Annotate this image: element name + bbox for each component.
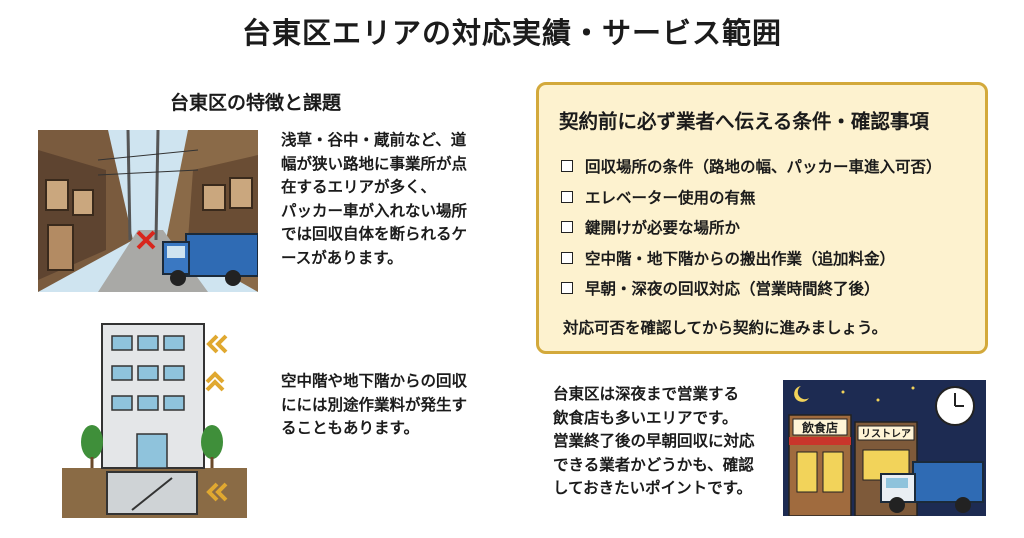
checkbox-icon xyxy=(561,251,573,264)
checklist-item-label: 空中階・地下階からの搬出作業（追加料金） xyxy=(585,249,896,268)
checklist-title: 契約前に必ず業者へ伝える条件・確認事項 xyxy=(559,110,929,133)
checklist-item: 早朝・深夜の回収対応（営業時間終了後） xyxy=(561,273,942,304)
checkbox-icon xyxy=(561,160,573,173)
checklist-item: エレベーター使用の有無 xyxy=(561,182,942,213)
section-heading-features: 台東区の特徴と課題 xyxy=(170,92,342,114)
clock-icon xyxy=(935,386,975,426)
checkbox-icon xyxy=(561,221,573,234)
checklist-item: 空中階・地下階からの搬出作業（追加料金） xyxy=(561,243,942,274)
checklist-item: 回収場所の条件（路地の幅、パッカー車進入可否） xyxy=(561,151,942,182)
checklist-item-label: 早朝・深夜の回収対応（営業時間終了後） xyxy=(585,280,880,299)
alley-description: 浅草・谷中・蔵前など、道 幅が狭い路地に事業所が点 在するエリアが多く、 パッカ… xyxy=(281,131,468,267)
night-description: 台東区は深夜まで営業する 飲食店も多いエリアです。 営業終了後の早朝回収に対応 … xyxy=(553,385,755,497)
checklist-item-label: 鍵開けが必要な場所か xyxy=(585,219,741,238)
checkbox-icon xyxy=(561,282,573,295)
garbage-truck-icon xyxy=(880,461,984,513)
floors-description: 空中階や地下階からの回収 にには別途作業料が発生す ることもあります。 xyxy=(281,372,468,437)
checkbox-icon xyxy=(561,190,573,203)
checklist-item-label: エレベーター使用の有無 xyxy=(585,188,756,207)
moon-icon xyxy=(794,386,809,402)
checklist-footer: 対応可否を確認してから契約に進みましょう。 xyxy=(563,319,888,337)
garbage-truck-icon xyxy=(162,233,258,286)
restaurant-sign-right: リストレア xyxy=(861,428,911,440)
checklist-item: 鍵開けが必要な場所か xyxy=(561,212,942,243)
blocked-x-icon xyxy=(136,230,156,250)
narrow-alley-illustration xyxy=(38,130,258,292)
page-title: 台東区エリアの対応実績・サービス範囲 xyxy=(241,16,782,50)
checklist-item-label: 回収場所の条件（路地の幅、パッカー車進入可否） xyxy=(585,158,942,177)
up-arrows-icon xyxy=(205,334,228,502)
checklist-box: 契約前に必ず業者へ伝える条件・確認事項 回収場所の条件（路地の幅、パッカー車進入… xyxy=(536,82,988,354)
checklist-items: 回収場所の条件（路地の幅、パッカー車進入可否） エレベーター使用の有無 鍵開けが… xyxy=(561,151,942,304)
night-restaurant-illustration: 飲食店 リストレア xyxy=(783,380,986,516)
building-floors-illustration xyxy=(62,323,247,518)
restaurant-sign: 飲食店 xyxy=(801,420,838,435)
